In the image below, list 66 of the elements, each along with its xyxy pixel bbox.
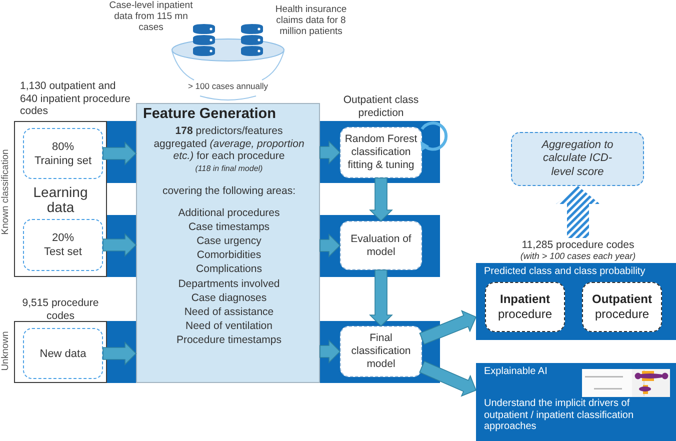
list-item: Case urgency: [196, 234, 262, 248]
dataset-name: Training set: [34, 154, 92, 168]
outcome-card: [582, 282, 662, 332]
loop-arrow: [420, 122, 448, 152]
arrow: [102, 142, 137, 166]
list-item: Departments involved: [178, 276, 280, 291]
description: 178 predictors/features aggregated (average, proportion etc.) for each procedure: [152, 125, 306, 162]
step-card: [340, 221, 422, 270]
lane-label: Unknown: [0, 331, 12, 371]
step-card: [340, 326, 422, 377]
arrow: [102, 342, 137, 366]
data-funnel: [170, 38, 286, 102]
arrow: [369, 178, 393, 222]
column-heading: Outpatient class prediction: [342, 94, 420, 120]
arrow: [320, 140, 341, 164]
panel-heading: Explainable AI: [484, 366, 548, 378]
dataset-card: [23, 219, 103, 271]
list-item: Case timestamps: [188, 220, 270, 234]
arrow: [320, 340, 341, 364]
code-count: 1,130 outpatient and 640 inpatient procedure codes: [20, 80, 132, 118]
code-count: 11,285 procedure codes: [522, 238, 634, 250]
step-label: Random Forest classification fitting & tuning: [344, 133, 418, 172]
group-frame: [14, 321, 107, 383]
panel-heading: Predicted class and class probability: [484, 266, 646, 278]
arrow: [369, 270, 393, 327]
step-card: [340, 127, 422, 178]
step-label: Evaluation of model: [350, 232, 412, 258]
footnote: (118 in final model): [195, 164, 263, 174]
arrow: [419, 310, 477, 345]
count-note: (with > 100 cases each year): [520, 250, 636, 262]
dataset-card: [23, 128, 103, 179]
list-item: Complications: [196, 262, 262, 277]
outcome-label: Outpatient procedure: [591, 292, 653, 322]
dataset-card: [23, 328, 103, 379]
outcome-label: Inpatient procedure: [496, 292, 554, 322]
result-panel: [476, 363, 676, 441]
step-label: Final classification model: [350, 332, 412, 371]
aggregation-card: [511, 132, 644, 186]
aggregation-label: Aggregation to calculate ICD-level score: [540, 138, 614, 180]
funnel-label: > 100 cases annually: [188, 81, 268, 91]
arrow: [320, 234, 341, 258]
lane-label: Known classification: [0, 149, 12, 235]
feature-panel: [136, 103, 320, 383]
source-caption: Health insurance claims data for 8 million patients: [274, 4, 348, 37]
source-caption: Case-level inpatient data from 115 mn cases: [108, 0, 194, 33]
outcome-card: [485, 282, 565, 332]
dataset-share: 80%: [52, 140, 74, 154]
striped-arrow: [556, 186, 600, 238]
panel-title: Feature Generation: [143, 106, 276, 123]
arrow: [419, 360, 477, 397]
subheading: covering the following areas:: [162, 184, 296, 198]
code-count: 9,515 procedure codes: [21, 297, 100, 322]
dataset-name: Test set: [44, 245, 82, 259]
group-title: Learning data: [32, 185, 89, 214]
arrow: [102, 233, 137, 257]
list-item: Need of assistance: [184, 304, 274, 320]
list-item: Additional procedures: [178, 206, 280, 220]
panel-description: Understand the implicit drivers of outpatient / inpatient classification approaches: [484, 398, 635, 432]
list-item: Case diagnoses: [191, 290, 267, 305]
result-panel: [476, 263, 676, 340]
dataset-name: New data: [40, 346, 86, 360]
list-item: Comorbidities: [196, 248, 262, 262]
list-item: Procedure timestamps: [176, 333, 282, 348]
group-frame: [14, 121, 107, 277]
list-item: Need of ventilation: [186, 319, 272, 334]
dataset-share: 20%: [52, 231, 74, 245]
